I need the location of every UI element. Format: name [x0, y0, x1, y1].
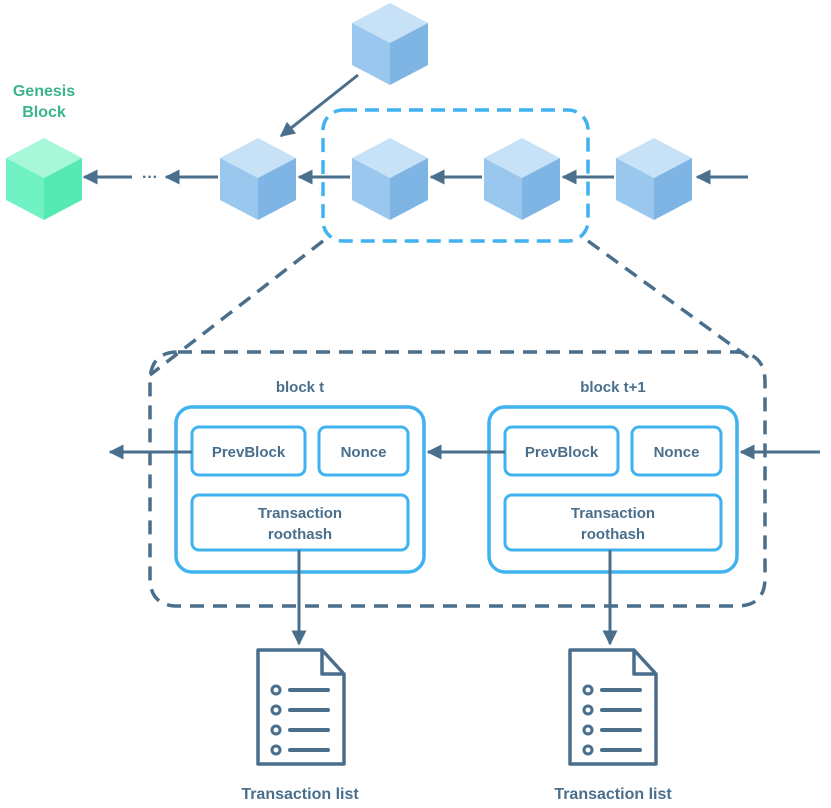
- nonce-label: Nonce: [341, 444, 387, 461]
- nonce-label: Nonce: [654, 444, 700, 461]
- roothash-label-line1: Transaction: [258, 505, 342, 522]
- chain-ellipsis: ···: [142, 169, 158, 186]
- block-t: block t PrevBlock Nonce Transaction root…: [174, 379, 426, 574]
- chain-block-cube: [220, 138, 296, 220]
- prevblock-label: PrevBlock: [212, 444, 286, 461]
- block-title: block t+1: [580, 379, 645, 396]
- genesis-block-cube: [6, 138, 82, 220]
- nonce-field: [630, 425, 723, 477]
- detail-arrows: [108, 444, 820, 646]
- roothash-label-line2: roothash: [268, 526, 332, 543]
- roothash-field: [503, 493, 723, 552]
- chain-block-cube: [616, 138, 692, 220]
- prevblock-label: PrevBlock: [525, 444, 599, 461]
- transaction-list-label: Transaction list: [554, 786, 672, 803]
- roothash-label-line1: Transaction: [571, 505, 655, 522]
- transaction-document-icon: [568, 648, 658, 766]
- fork-arrow: [279, 73, 359, 138]
- zoom-detail-frame: [148, 350, 767, 608]
- genesis-label: Genesis Block: [13, 83, 75, 121]
- zoom-line-left: [148, 239, 325, 377]
- chain-block-cube: [484, 138, 560, 220]
- transaction-list-label: Transaction list: [241, 786, 359, 803]
- genesis-label-line1: Genesis: [13, 83, 75, 100]
- transaction-document-icon: [256, 648, 346, 766]
- zoom-line-right: [586, 239, 754, 362]
- block-title: block t: [276, 379, 324, 396]
- zoom-highlight-frame: [321, 108, 590, 243]
- nonce-field: [317, 425, 410, 477]
- genesis-label-line2: Block: [22, 104, 66, 121]
- chain-arrows: [82, 73, 748, 185]
- zoom-lines: [148, 239, 754, 377]
- chain-block-cube: [352, 138, 428, 220]
- block-t-plus-1: block t+1 PrevBlock Nonce Transaction ro…: [487, 379, 739, 574]
- fork-block-cube: [352, 3, 428, 85]
- roothash-label-line2: roothash: [581, 526, 645, 543]
